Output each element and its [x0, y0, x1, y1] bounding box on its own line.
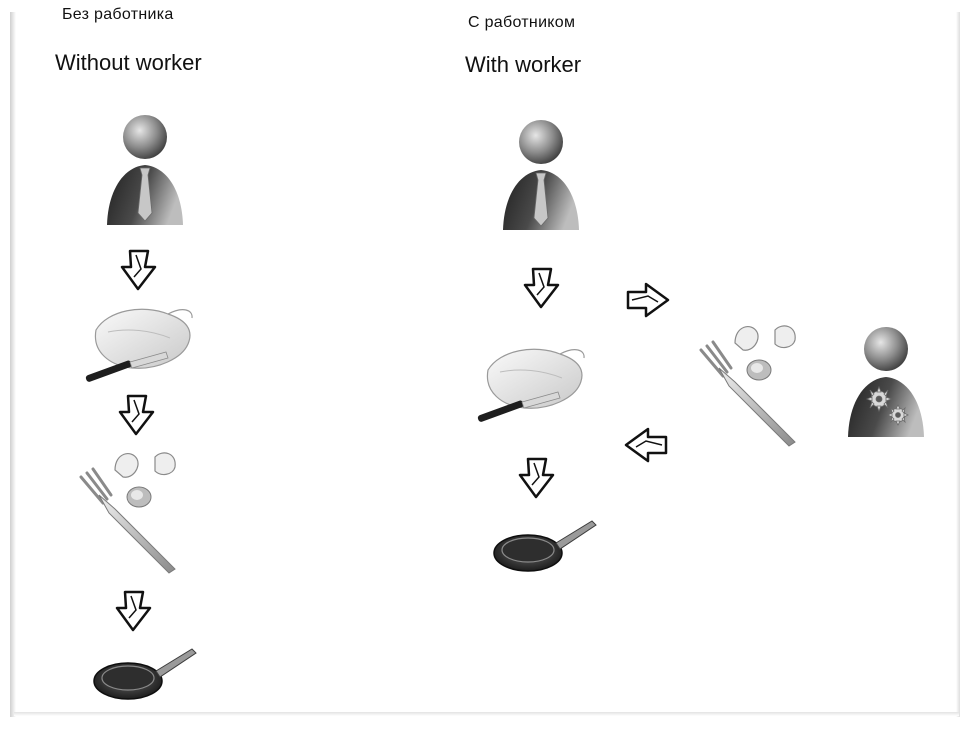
- arrow-down-icon: [521, 265, 561, 310]
- person-icon: [501, 118, 581, 233]
- worker-gears-icon: [846, 325, 926, 440]
- person-icon: [105, 113, 185, 228]
- raw-chicken-icon: [480, 340, 590, 430]
- frying-pan-icon: [492, 515, 602, 575]
- arrow-down-icon: [118, 247, 158, 292]
- right-title-en: With worker: [465, 52, 581, 78]
- arrow-right-icon: [624, 280, 672, 320]
- frame-right-edge: [956, 12, 960, 717]
- arrow-down-icon: [516, 455, 556, 500]
- frame-left-edge: [10, 12, 16, 717]
- fork-and-eggs-icon: [75, 445, 185, 575]
- gear-icon: [888, 405, 908, 425]
- arrow-down-icon: [113, 588, 153, 633]
- left-title-en: Without worker: [55, 50, 202, 76]
- raw-chicken-icon: [88, 300, 198, 390]
- right-title-ru: С работником: [468, 14, 575, 32]
- frying-pan-icon: [92, 643, 202, 703]
- arrow-down-icon: [116, 392, 156, 437]
- frame-bottom-edge: [14, 712, 959, 716]
- left-title-ru: Без работника: [62, 6, 174, 24]
- gear-icon: [867, 387, 891, 411]
- arrow-left-icon: [622, 425, 670, 465]
- fork-and-eggs-icon: [695, 318, 805, 448]
